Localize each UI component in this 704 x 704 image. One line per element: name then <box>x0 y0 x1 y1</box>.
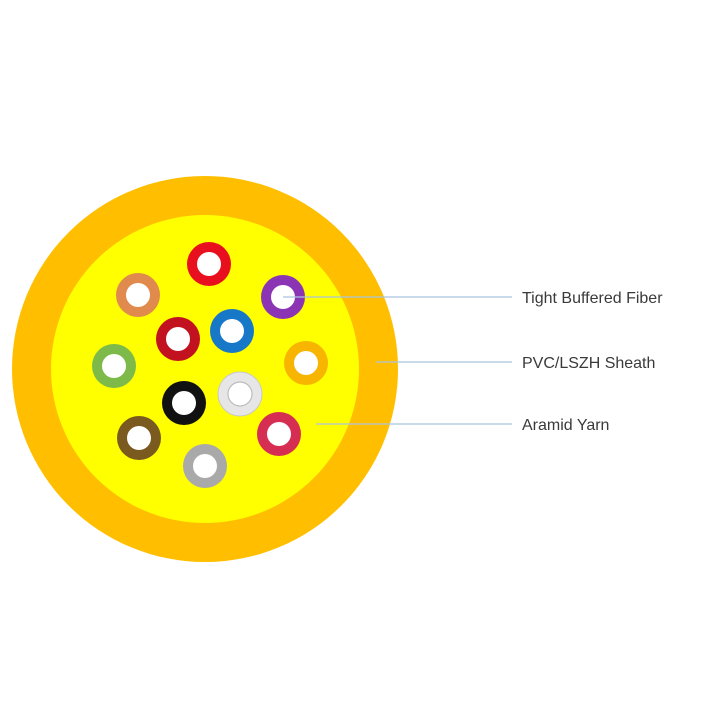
fiber-slate <box>183 444 227 488</box>
fiber-blue <box>210 309 254 353</box>
fiber-brown <box>117 416 161 460</box>
fiber-core-slate <box>193 454 217 478</box>
fiber-core-orange <box>126 283 150 307</box>
fiber-core-dark-red <box>166 327 190 351</box>
fiber-core-red <box>197 252 221 276</box>
fiber-dark-red <box>156 317 200 361</box>
fiber-core-brown <box>127 426 151 450</box>
fiber-core-black <box>172 391 196 415</box>
fiber-white <box>217 371 263 417</box>
fiber-core-blue <box>220 319 244 343</box>
fiber-group <box>92 242 328 488</box>
fiber-yellow <box>284 341 328 385</box>
fiber-core-yellow <box>294 351 318 375</box>
fiber-core-white <box>227 381 253 407</box>
label-tight-buffered-fiber: Tight Buffered Fiber <box>522 290 663 307</box>
fiber-orange <box>116 273 160 317</box>
fiber-core-rose <box>267 422 291 446</box>
fiber-rose <box>257 412 301 456</box>
fiber-red <box>187 242 231 286</box>
fiber-black <box>162 381 206 425</box>
label-sheath: PVC/LSZH Sheath <box>522 355 655 372</box>
fiber-core-green <box>102 354 126 378</box>
fiber-green <box>92 344 136 388</box>
label-aramid-yarn: Aramid Yarn <box>522 417 609 434</box>
